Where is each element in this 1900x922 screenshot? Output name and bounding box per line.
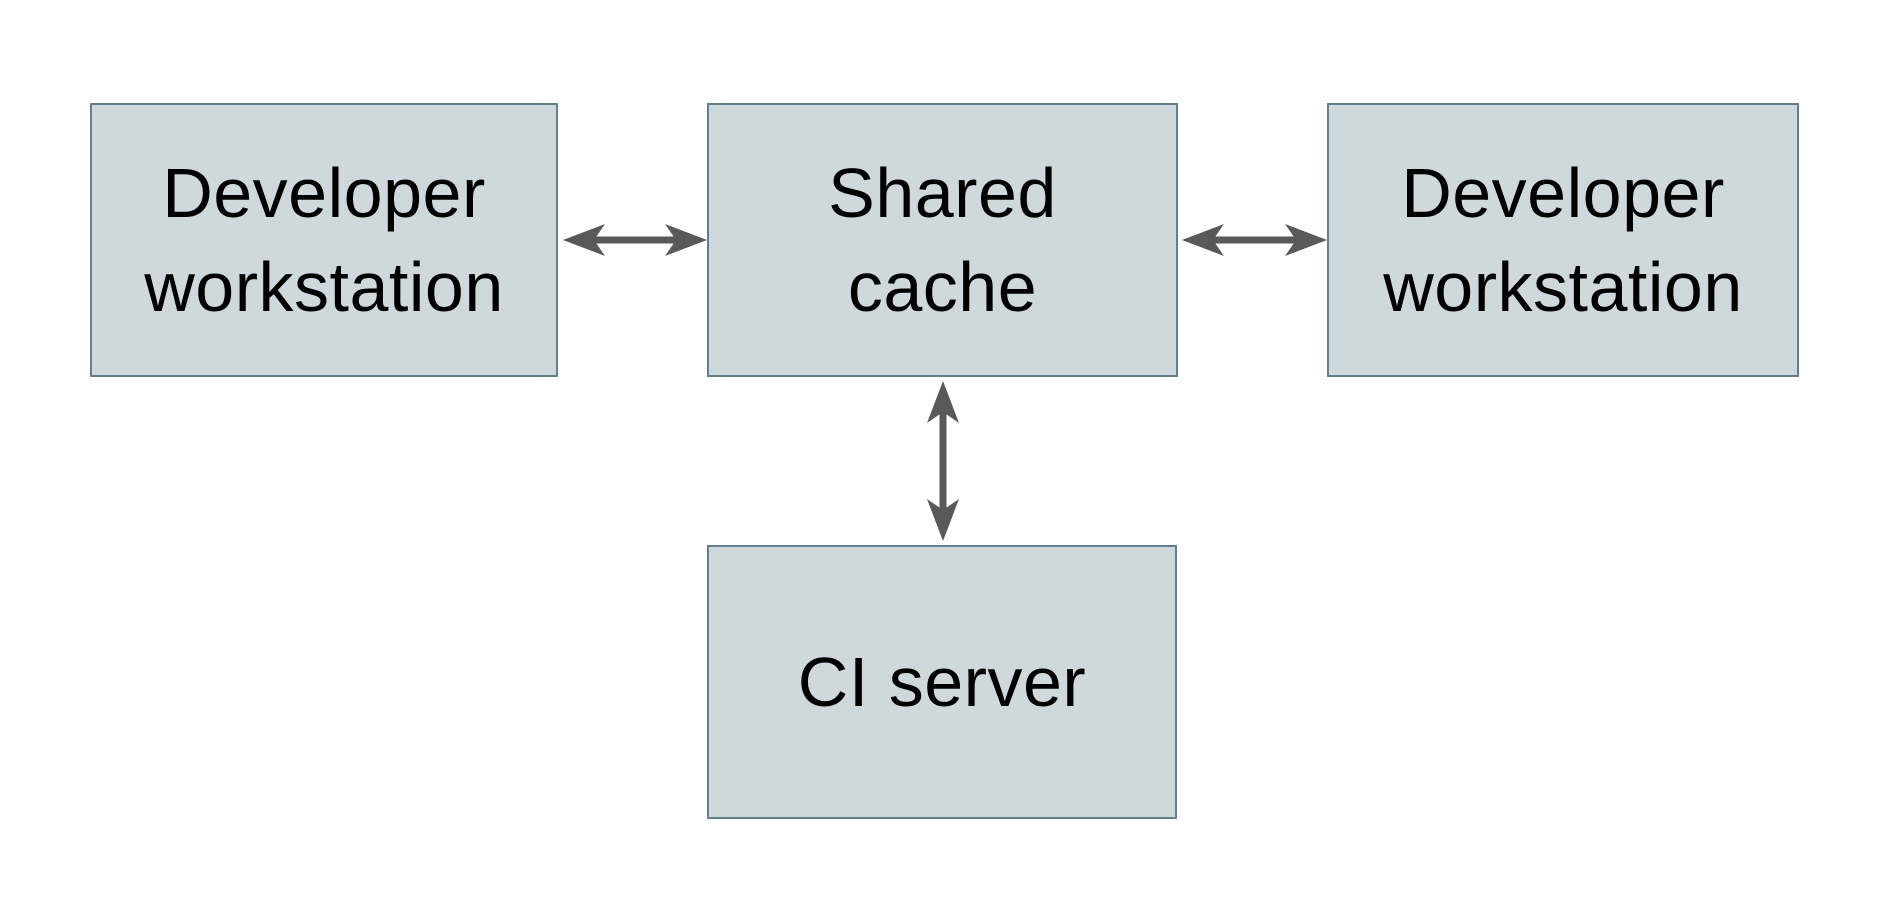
node-developer-workstation-right: Developer workstation [1327,103,1799,377]
node-ci-server: CI server [707,545,1177,819]
node-label: Developer workstation [144,153,504,327]
arrowhead-down-icon [927,499,959,541]
arrowhead-right-icon [665,224,707,256]
node-shared-cache: Shared cache [707,103,1178,377]
arrowhead-up-icon [927,381,959,423]
arrowhead-right-icon [1285,224,1327,256]
edge-cache-ciserver-bidirectional-arrow [927,381,959,541]
node-label: Developer workstation [1383,153,1743,327]
arrowhead-left-icon [1182,224,1224,256]
edge-devleft-cache-bidirectional-arrow [563,224,707,256]
node-label: Shared cache [828,153,1057,327]
edge-cache-devright-bidirectional-arrow [1182,224,1327,256]
node-label: CI server [797,642,1087,721]
arrowhead-left-icon [563,224,605,256]
node-developer-workstation-left: Developer workstation [90,103,558,377]
